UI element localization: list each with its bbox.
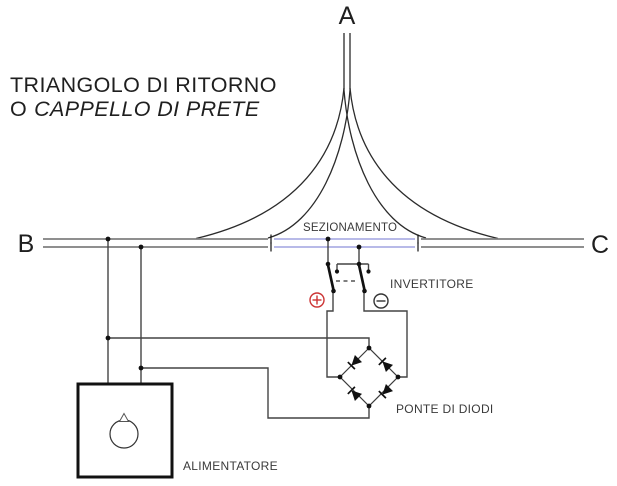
switch-lever-icon bbox=[357, 263, 366, 292]
inverter-switch bbox=[309, 263, 389, 309]
bridge-label: PONTE DI DIODI bbox=[396, 402, 494, 416]
section-label: SEZIONAMENTO bbox=[303, 222, 397, 234]
left-branch-inner-curve bbox=[267, 89, 351, 239]
diode-icon bbox=[378, 357, 393, 372]
junction-dot bbox=[138, 244, 144, 250]
right-branch-outer-curve bbox=[349, 87, 499, 240]
title-or-prefix: O bbox=[10, 97, 27, 121]
left-branch-outer-curve bbox=[195, 87, 345, 240]
switch-contact-dot bbox=[325, 261, 331, 267]
track-endpoint-a-label: A bbox=[339, 2, 356, 30]
bridge-diamond bbox=[339, 347, 399, 407]
bridge-vertex-dot bbox=[366, 403, 372, 409]
switch-contact-dot bbox=[366, 269, 371, 274]
junction-dot bbox=[325, 236, 331, 242]
junction-dot bbox=[138, 365, 144, 371]
switch-contact-dot bbox=[356, 261, 362, 267]
junction-dot bbox=[105, 335, 111, 341]
track-endpoint-b-label: B bbox=[18, 230, 35, 258]
power-supply bbox=[76, 382, 174, 479]
title-nickname: CAPPELLO DI PRETE bbox=[34, 97, 260, 121]
bridge-vertex-dot bbox=[366, 345, 372, 351]
wye-branch-tracks bbox=[195, 33, 499, 240]
power-supply-label: ALIMENTATORE bbox=[183, 459, 278, 473]
diode-icon bbox=[347, 355, 362, 370]
junction-dot bbox=[105, 236, 111, 242]
minus-output-wire bbox=[363, 291, 408, 378]
right-branch-inner-curve bbox=[343, 89, 427, 239]
power-supply-box bbox=[76, 382, 174, 479]
junction-dots bbox=[105, 236, 401, 409]
diode-icon bbox=[347, 386, 362, 401]
switch-lever-icon bbox=[326, 263, 335, 292]
bridge-ac-wire-top bbox=[108, 337, 370, 348]
plus-output-wire bbox=[326, 291, 340, 378]
main-track bbox=[43, 234, 584, 252]
switch-contact-dot bbox=[331, 288, 336, 294]
switch-contact-dot bbox=[362, 288, 367, 294]
bridge-vertex-dot bbox=[337, 374, 343, 380]
switch-contact-dot bbox=[334, 269, 340, 274]
bridge-ac-wire-bottom bbox=[141, 367, 370, 419]
switch-crossover-wire bbox=[336, 263, 370, 271]
diode-icon bbox=[378, 384, 393, 399]
diode-bridge bbox=[339, 347, 399, 407]
junction-dot bbox=[356, 244, 362, 250]
diagram-title-line2: O CAPPELLO DI PRETE bbox=[10, 97, 260, 121]
plus-icon bbox=[309, 292, 325, 308]
inverter-label: INVERTITORE bbox=[390, 277, 474, 291]
minus-icon bbox=[373, 293, 389, 309]
bridge-vertex-dot bbox=[395, 374, 401, 380]
wires bbox=[107, 239, 408, 419]
diagram-title-line1: TRIANGOLO DI RITORNO bbox=[10, 73, 277, 97]
knob-pointer-icon bbox=[118, 412, 130, 422]
track-endpoint-c-label: C bbox=[591, 231, 609, 259]
